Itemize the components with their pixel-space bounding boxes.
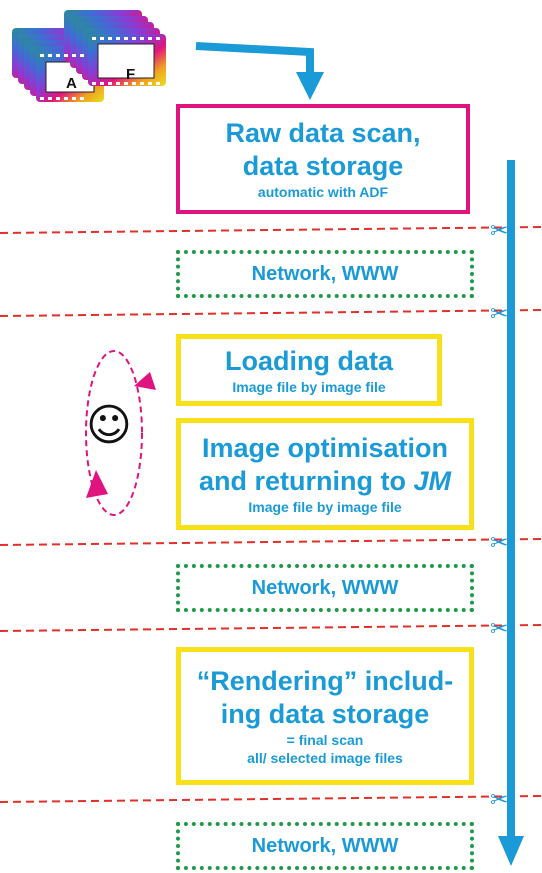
scissors-icon: ✂ (490, 617, 509, 642)
raw-scan-line2: data storage (242, 151, 404, 181)
cycle-loop (85, 350, 156, 516)
rendering-line2: ing data storage (220, 699, 430, 729)
loading-data-box: Loading data Image file by image file (176, 334, 442, 406)
rendering-line4: all/ selected image files (247, 750, 403, 766)
cycle-arrowhead-bottom (86, 470, 108, 498)
loading-line1: Loading data (225, 345, 393, 376)
optimisation-line2-text: and returning to (199, 466, 414, 496)
network-label-3: Network, WWW (251, 834, 399, 857)
smiley-icon: ☺ (86, 400, 132, 451)
film-sprocket-holes (40, 37, 160, 100)
optimisation-line2: and returning to JM (199, 465, 451, 498)
scissors-icon: ✂ (490, 219, 509, 244)
film-stack-left (12, 28, 104, 102)
raw-scan-line1: Raw data scan, (225, 118, 421, 148)
network-box-2: Network, WWW (176, 564, 474, 612)
rendering-line3: = final scan (286, 732, 364, 748)
network-label-2: Network, WWW (251, 576, 399, 599)
film-letter-f: F (126, 66, 136, 83)
optimisation-line2-jm: JM (413, 466, 451, 496)
input-arrow (195, 42, 324, 100)
raw-data-scan-box: Raw data scan, data storage automatic wi… (176, 104, 470, 214)
optimisation-line3: Image file by image file (248, 499, 402, 515)
rendering-box: “Rendering” includ- ing data storage = f… (176, 647, 474, 785)
image-optimisation-box: Image optimisation and returning to JM I… (176, 418, 474, 530)
scissors-icon: ✂ (490, 302, 509, 327)
main-flow-arrow (498, 160, 524, 866)
cycle-arrowhead-top (134, 372, 156, 390)
network-label-1: Network, WWW (251, 262, 399, 285)
scissors-icon: ✂ (490, 531, 509, 556)
raw-scan-line3: automatic with ADF (257, 184, 389, 200)
scissors-icon: ✂ (490, 788, 509, 813)
network-box-1: Network, WWW (176, 250, 474, 298)
network-box-3: Network, WWW (176, 822, 474, 870)
optimisation-line1: Image optimisation (201, 433, 449, 463)
rendering-line1: “Rendering” includ- (196, 666, 454, 696)
film-letter-a: A (66, 75, 77, 92)
loading-line2: Image file by image file (232, 378, 386, 395)
film-stack-right (64, 10, 166, 86)
